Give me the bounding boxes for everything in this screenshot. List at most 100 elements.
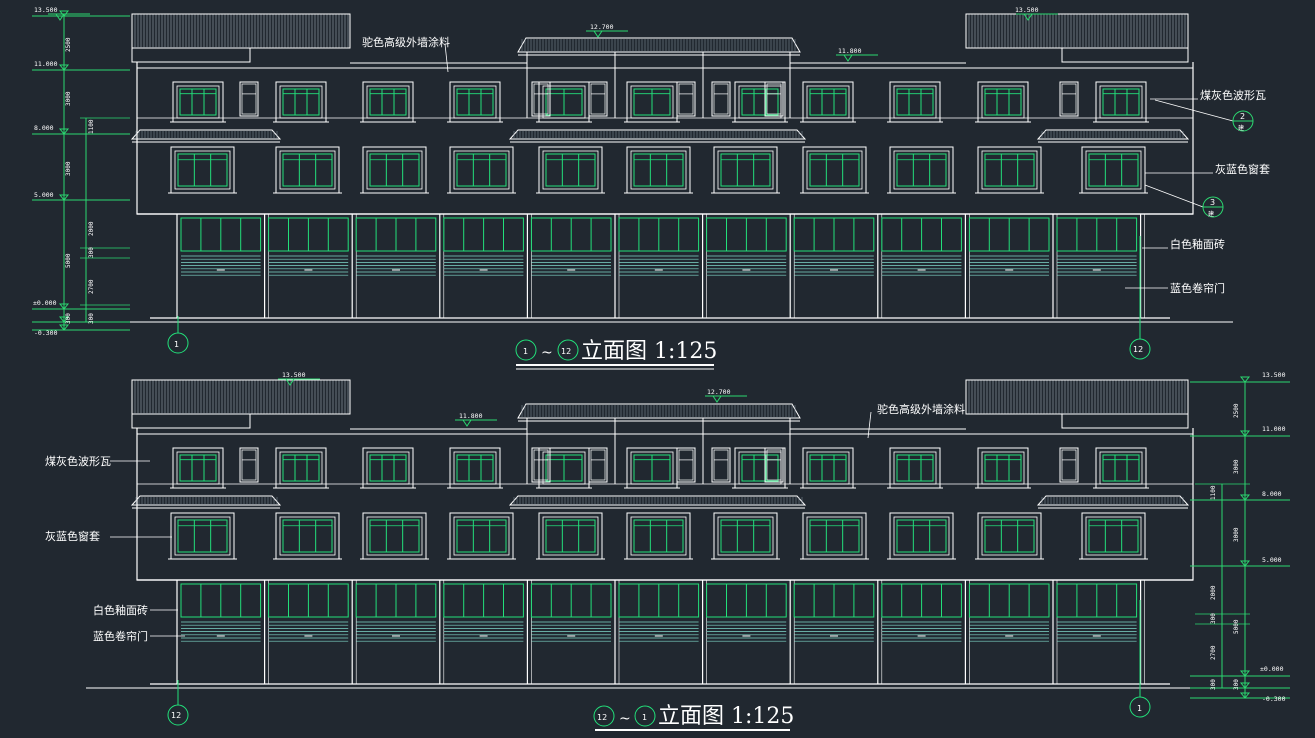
level-roof-peak: 12.700 bbox=[590, 23, 614, 31]
title-from: 12 bbox=[597, 713, 607, 722]
dim-2000: 2000 bbox=[1210, 585, 1217, 600]
window-2f bbox=[447, 512, 516, 560]
detail-mark-2-bottom: 建 bbox=[1238, 124, 1244, 132]
dim-300-b: 300 bbox=[1233, 679, 1240, 690]
window-2f bbox=[887, 146, 956, 194]
roof-outline-right bbox=[965, 13, 1189, 63]
window-3f bbox=[360, 81, 416, 123]
roof-outline-left bbox=[131, 13, 351, 63]
small-window-3f bbox=[531, 447, 551, 483]
dim-300-a: 300 bbox=[1210, 613, 1217, 624]
dim-5000: 5000 bbox=[65, 253, 72, 268]
window-3f bbox=[800, 81, 856, 123]
elevation-title: 立面图 1:125 bbox=[581, 339, 717, 364]
small-window-3f bbox=[676, 81, 696, 117]
callout-window-frame: 灰蓝色窗套 bbox=[1215, 162, 1270, 176]
window-3f bbox=[1093, 81, 1149, 123]
roof-tile-right bbox=[965, 13, 1189, 49]
small-window-3f bbox=[764, 447, 784, 483]
window-2f bbox=[536, 146, 605, 194]
callout-roof-tile: 煤灰色波形瓦 bbox=[45, 454, 111, 468]
level-roof-side-right: 13.500 bbox=[1262, 371, 1286, 379]
title-bubble-to bbox=[634, 705, 656, 727]
dim-300-c: 300 bbox=[88, 313, 95, 324]
axis-bubble-right bbox=[1129, 696, 1151, 718]
level-second-floor: 8.000 bbox=[34, 124, 54, 132]
axis-label-right: 1 bbox=[1137, 704, 1142, 713]
title-bubble-from bbox=[515, 339, 537, 361]
window-2f bbox=[887, 512, 956, 560]
mid-eave-left bbox=[130, 495, 282, 509]
dim-2500: 2500 bbox=[1233, 403, 1240, 418]
leader-detail-2 bbox=[1154, 99, 1234, 122]
level-mark-side-2 bbox=[278, 378, 320, 386]
dim-300-a: 300 bbox=[88, 247, 95, 258]
level-mark-peak-2 bbox=[705, 395, 747, 403]
level-mark-peak bbox=[586, 30, 628, 38]
roof-outline-right bbox=[965, 379, 1189, 429]
title-bubble-to bbox=[557, 339, 579, 361]
window-2f bbox=[1079, 512, 1148, 560]
level-third-floor: 11.000 bbox=[1262, 425, 1286, 433]
mid-eave-right bbox=[1036, 495, 1190, 509]
dim-3000-b: 3000 bbox=[65, 161, 72, 176]
callout-top-paint: 驼色高级外墙涂料 bbox=[362, 35, 450, 49]
window-3f bbox=[273, 447, 329, 489]
leader-top-paint-2 bbox=[867, 411, 872, 439]
window-3f bbox=[975, 447, 1031, 489]
title-from: 1 bbox=[523, 347, 528, 356]
dim-3000-b: 3000 bbox=[1233, 527, 1240, 542]
dim-1100: 1100 bbox=[88, 119, 95, 134]
roof-tile-right bbox=[965, 379, 1189, 415]
level-roof-side-left: 13.500 bbox=[34, 6, 58, 14]
window-2f bbox=[447, 146, 516, 194]
detail-mark-2-top: 2 bbox=[1240, 112, 1245, 121]
ground-floor-shops bbox=[176, 214, 1145, 318]
mid-eave-center bbox=[508, 495, 807, 509]
window-3f bbox=[1093, 447, 1149, 489]
roof-outline-left bbox=[131, 379, 351, 429]
window-2f bbox=[1079, 146, 1148, 194]
mid-eave-right bbox=[1036, 129, 1190, 143]
mid-eave-left bbox=[130, 129, 282, 143]
window-2f bbox=[624, 146, 693, 194]
callout-ceramic-tile: 白色釉面砖 bbox=[93, 603, 148, 617]
callout-shutter-door: 蓝色卷帘门 bbox=[93, 629, 148, 643]
level-second-floor: 8.000 bbox=[1262, 490, 1282, 498]
window-2f bbox=[800, 146, 869, 194]
dim-3000-a: 3000 bbox=[1233, 459, 1240, 474]
detail-mark-3-top: 3 bbox=[1210, 198, 1215, 207]
level-mark-side bbox=[1016, 13, 1058, 21]
window-2f bbox=[800, 512, 869, 560]
window-2f bbox=[975, 146, 1044, 194]
small-window-3f bbox=[588, 447, 608, 483]
axis-label-left: 12 bbox=[171, 711, 181, 720]
dim-2700: 2700 bbox=[1210, 645, 1217, 660]
window-3f bbox=[975, 81, 1031, 123]
title-bubble-from bbox=[593, 705, 615, 727]
dim-5000: 5000 bbox=[1233, 619, 1240, 634]
callout-window-frame: 灰蓝色窗套 bbox=[45, 529, 100, 543]
window-3f bbox=[170, 81, 226, 123]
elevation-geometry bbox=[32, 10, 1290, 705]
dim-300-c: 300 bbox=[1210, 679, 1217, 690]
level-ground: ±0.000 bbox=[33, 299, 57, 307]
leader-top-paint bbox=[444, 43, 449, 73]
window-3f bbox=[170, 447, 226, 489]
small-window-3f bbox=[711, 81, 731, 117]
title-separator: ~ bbox=[619, 711, 631, 727]
dim-2700: 2700 bbox=[88, 279, 95, 294]
leader-detail-3 bbox=[1144, 184, 1204, 208]
level-roof-peak: 12.700 bbox=[707, 388, 731, 396]
window-3f bbox=[887, 81, 943, 123]
elevation-2: 驼色高级外墙涂料 煤灰色波形瓦 灰蓝色窗套 白色釉面砖 蓝色卷帘门 12.700… bbox=[45, 371, 1286, 731]
small-window-3f bbox=[1059, 447, 1079, 483]
window-2f bbox=[273, 512, 342, 560]
dim-1100: 1100 bbox=[1210, 485, 1217, 500]
title-separator: ~ bbox=[541, 345, 553, 361]
level-mark-left bbox=[48, 13, 90, 21]
window-2f bbox=[360, 146, 429, 194]
level-first-floor-top: 5.000 bbox=[1262, 556, 1282, 564]
axis-bubble-left bbox=[167, 332, 189, 354]
